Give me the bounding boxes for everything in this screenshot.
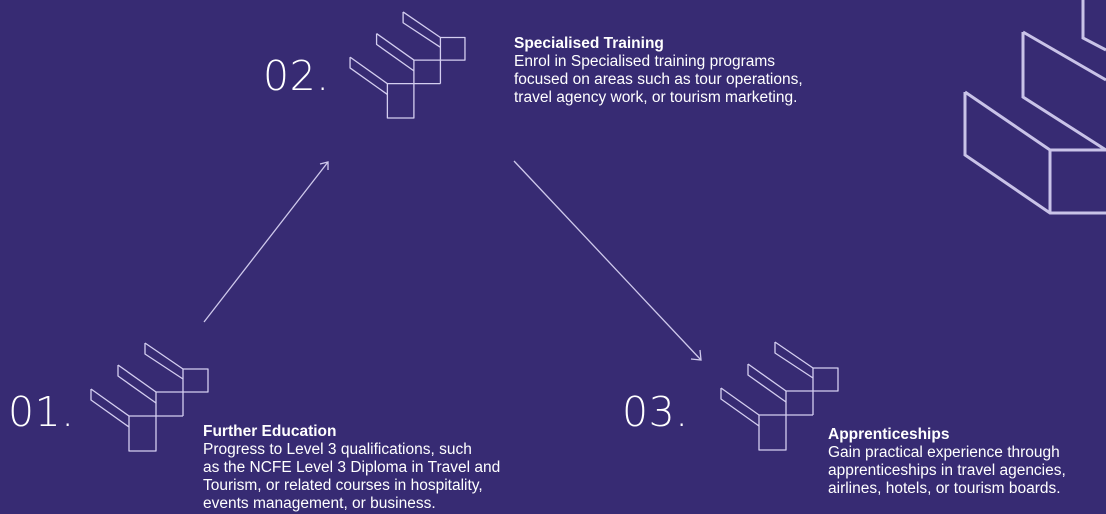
step-text-line: airlines, hotels, or tourism boards. (828, 480, 1061, 497)
stairs-icon (88, 341, 213, 453)
step-number-02: 02. (263, 52, 330, 100)
step-text-line: travel agency work, or tourism marketing… (514, 89, 798, 106)
large-stairs-graphic (955, 0, 1106, 220)
stairs-icon (341, 10, 476, 120)
step-text-line: focused on areas such as tour operations… (514, 71, 803, 88)
step-title: Further Education (203, 423, 337, 440)
step-text-line: Progress to Level 3 qualifications, such (203, 441, 472, 458)
arrow-01-to-02 (204, 162, 328, 322)
step-description-02: Specialised Training Enrol in Specialise… (514, 35, 803, 107)
step-text-line: events management, or business. (203, 495, 436, 512)
step-text-line: Gain practical experience through (828, 444, 1060, 461)
step-text-line: as the NCFE Level 3 Diploma in Travel an… (203, 459, 501, 476)
step-text-line: apprenticeships in travel agencies, (828, 462, 1066, 479)
step-description-01: Further Education Progress to Level 3 qu… (203, 423, 500, 513)
step-number-01: 01. (8, 388, 75, 436)
step-title: Specialised Training (514, 35, 664, 52)
stairs-icon (718, 340, 843, 452)
step-title: Apprenticeships (828, 426, 950, 443)
step-number-03: 03. (622, 388, 689, 436)
arrow-02-to-03 (514, 161, 701, 360)
step-text-line: Tourism, or related courses in hospitali… (203, 477, 483, 494)
step-text-line: Enrol in Specialised training programs (514, 53, 776, 70)
step-description-03: Apprenticeships Gain practical experienc… (828, 426, 1066, 498)
